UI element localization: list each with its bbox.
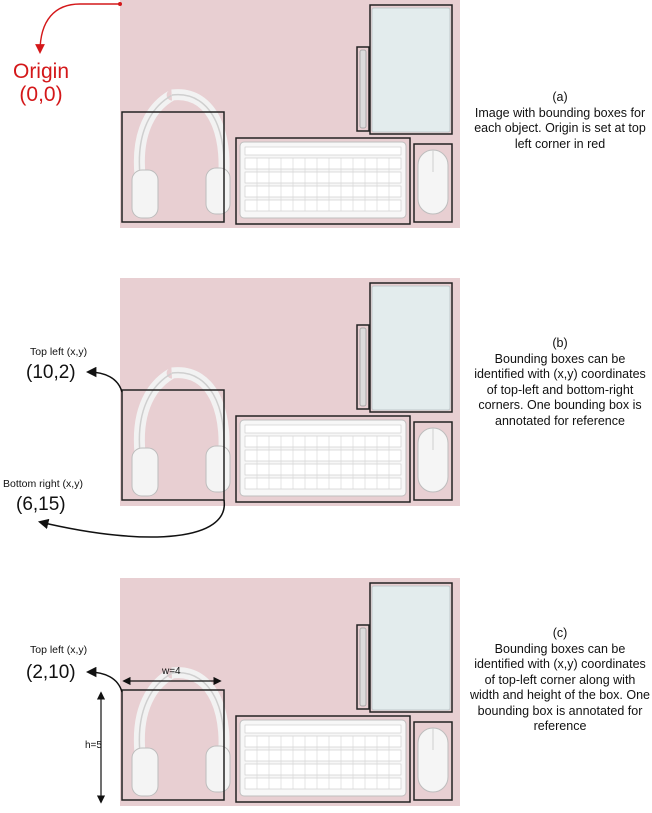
bbox-headphones — [121, 111, 225, 223]
b-arrows — [37, 366, 225, 538]
bbox-mouse — [413, 721, 453, 801]
c-height-label: h=5 — [85, 740, 102, 751]
origin-arrow — [35, 2, 122, 54]
bbox-tablet — [369, 582, 453, 713]
caption-c-tag: (c) — [552, 626, 568, 640]
bbox-keyboard — [235, 715, 411, 803]
c-top-left-label: Top left (x,y) — [30, 644, 88, 656]
b-top-left-label: Top left (x,y) — [30, 346, 88, 358]
bbox-pen — [356, 624, 370, 710]
bbox-headphones — [121, 689, 225, 801]
bbox-keyboard — [235, 137, 411, 225]
bbox-tablet — [369, 4, 453, 135]
desk-scene — [121, 278, 460, 503]
caption-a: (a) Image with bounding boxes for each o… — [470, 90, 650, 152]
bbox-headphones — [121, 389, 225, 501]
bbox-mouse — [413, 421, 453, 501]
caption-b: (b) Bounding boxes can be identified wit… — [470, 336, 650, 429]
bbox-keyboard — [235, 415, 411, 503]
panel-b-image — [120, 278, 460, 506]
c-arrows — [85, 666, 222, 804]
caption-c-text: Bounding boxes can be identified with (x… — [470, 641, 650, 734]
c-width-label: w=4 — [162, 666, 181, 677]
caption-a-tag: (a) — [552, 90, 568, 104]
desk-scene — [121, 0, 460, 225]
bbox-tablet — [369, 282, 453, 413]
b-bottom-right-coords: (6,15) — [16, 494, 66, 515]
bbox-pen — [356, 324, 370, 410]
origin-label: Origin (0,0) — [0, 60, 86, 106]
origin-coords: (0,0) — [19, 83, 63, 106]
panel-a-image — [120, 0, 460, 228]
origin-title: Origin — [12, 60, 70, 83]
desk-scene — [121, 578, 460, 803]
bbox-mouse — [413, 143, 453, 223]
caption-b-text: Bounding boxes can be identified with (x… — [474, 351, 646, 428]
panel-c-image — [120, 578, 460, 806]
caption-b-tag: (b) — [552, 336, 568, 350]
caption-a-text: Image with bounding boxes for each objec… — [474, 105, 646, 151]
b-bottom-right-label: Bottom right (x,y) — [3, 478, 83, 490]
b-top-left-coords: (10,2) — [26, 362, 76, 383]
c-top-left-coords: (2,10) — [26, 662, 76, 683]
bbox-pen — [356, 46, 370, 132]
caption-c: (c) Bounding boxes can be identified wit… — [470, 626, 650, 735]
